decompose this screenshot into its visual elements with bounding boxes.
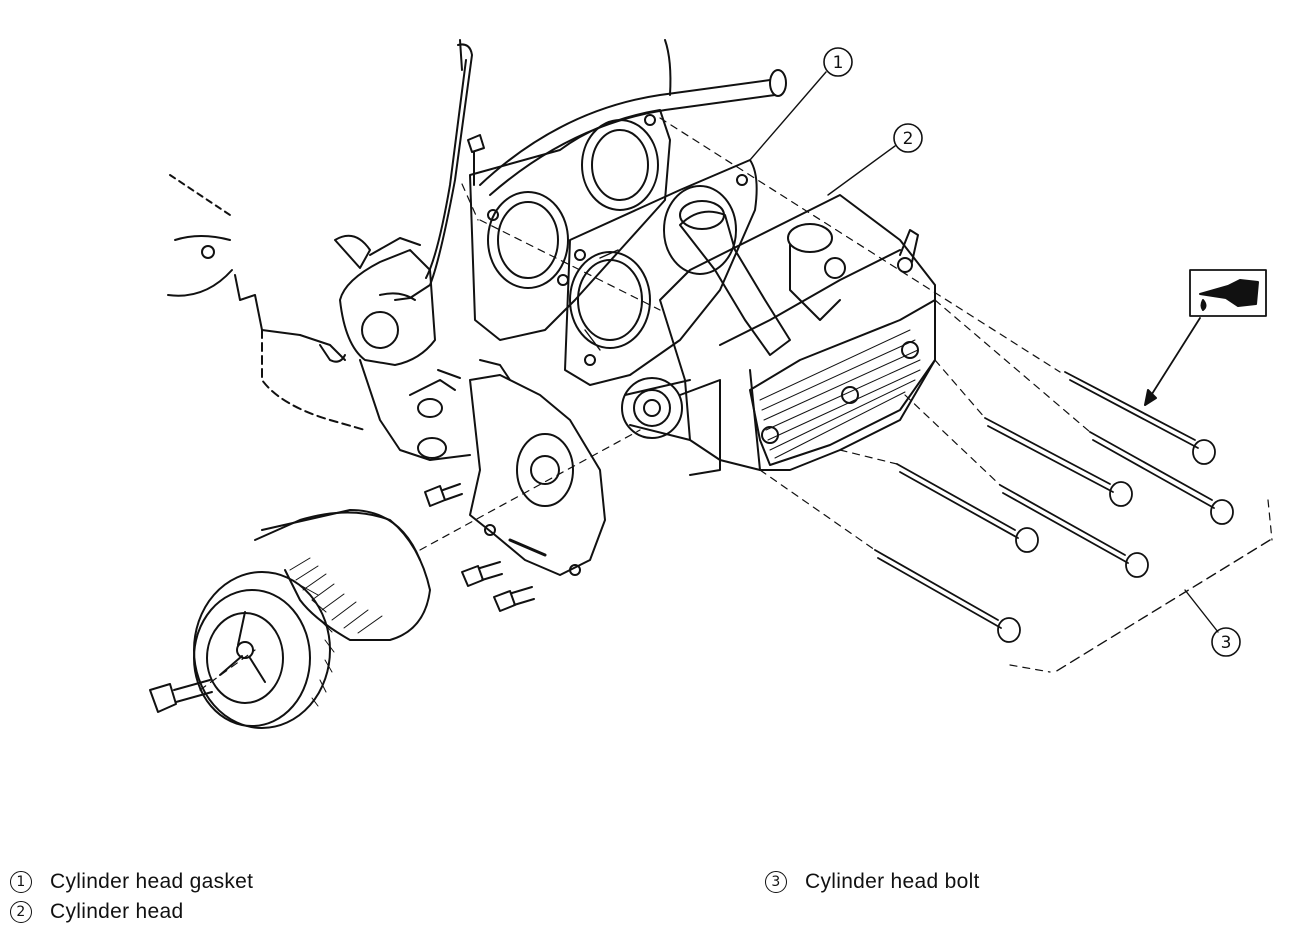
crankcase-face — [469, 109, 671, 341]
legend-number-1: 1 — [10, 871, 32, 893]
callout-1-number: 1 — [833, 53, 844, 73]
camshaft-sprocket — [193, 571, 335, 729]
callout-2-number: 2 — [903, 129, 914, 149]
head-bolt-6 — [874, 549, 1021, 643]
cover-bolt-1 — [424, 483, 463, 507]
cylinder-head-bolts — [874, 371, 1234, 643]
legend-label-1: Cylinder head gasket — [50, 870, 254, 893]
head-bolt-4 — [999, 484, 1149, 578]
stud-bolt — [508, 538, 547, 557]
leader-lines — [199, 117, 1273, 691]
oil-can-icon — [1144, 269, 1267, 406]
cover-bolt-2 — [461, 561, 503, 587]
callout-leaders — [749, 71, 896, 196]
head-bolt-3 — [984, 417, 1133, 507]
callout-3-number: 3 — [1221, 633, 1232, 653]
dipstick-tube — [394, 39, 473, 301]
head-bolt-2 — [1089, 431, 1234, 525]
cooling-fins — [759, 329, 921, 459]
callout-1: 1 — [823, 47, 853, 77]
callout-2: 2 — [893, 123, 923, 153]
cylinder-head-gasket — [564, 159, 758, 386]
cylinder-head — [621, 194, 936, 476]
legend-label-3: Cylinder head bolt — [805, 870, 980, 893]
engine-block — [167, 174, 471, 461]
timing-belt-cover — [469, 359, 606, 576]
head-bolt-5 — [896, 463, 1039, 553]
timing-belt — [254, 509, 431, 641]
water-pipe — [479, 39, 787, 196]
cover-bolt-3 — [493, 586, 535, 612]
small-bolts — [149, 134, 547, 713]
bolt-bracket — [1054, 539, 1271, 673]
legend-number-3: 3 — [765, 871, 787, 893]
legend-label-2: Cylinder head — [50, 900, 184, 923]
legend-number-2: 2 — [10, 901, 32, 923]
legend-item-2: 2 Cylinder head — [10, 900, 183, 924]
sprocket-bolt — [149, 679, 213, 713]
legend-item-3: 3 Cylinder head bolt — [765, 870, 980, 894]
head-bolt-1 — [1064, 371, 1216, 465]
callout-3: 3 — [1211, 627, 1241, 657]
top-bolt — [467, 134, 485, 186]
legend-item-1: 1 Cylinder head gasket — [10, 870, 253, 894]
